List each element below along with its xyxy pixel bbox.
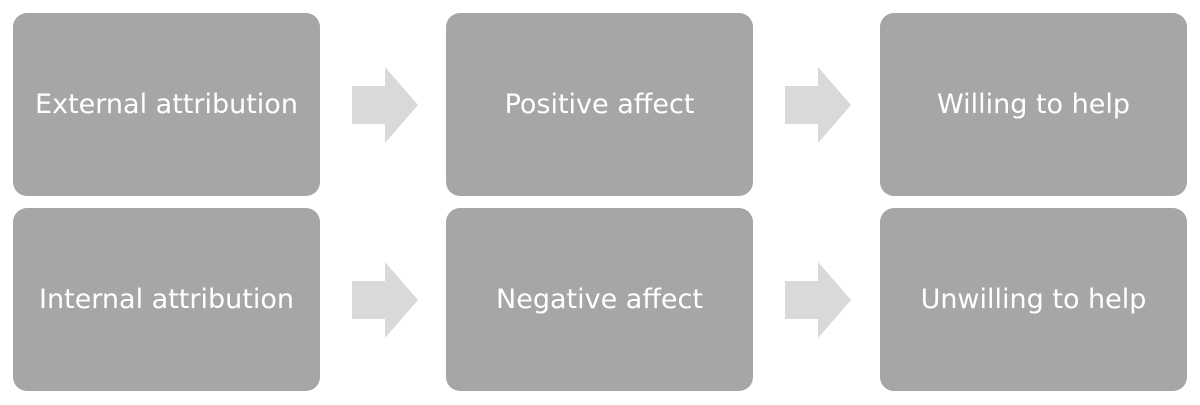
node-willing-to-help: Willing to help xyxy=(880,13,1187,196)
node-unwilling-to-help: Unwilling to help xyxy=(880,208,1187,391)
node-positive-affect: Positive affect xyxy=(446,13,753,196)
node-internal-attribution: Internal attribution xyxy=(13,208,320,391)
node-external-attribution: External attribution xyxy=(13,13,320,196)
right-arrow-icon xyxy=(352,67,418,143)
node-negative-affect: Negative affect xyxy=(446,208,753,391)
right-arrow-icon xyxy=(352,262,418,338)
right-arrow-icon xyxy=(785,67,851,143)
right-arrow-icon xyxy=(785,262,851,338)
